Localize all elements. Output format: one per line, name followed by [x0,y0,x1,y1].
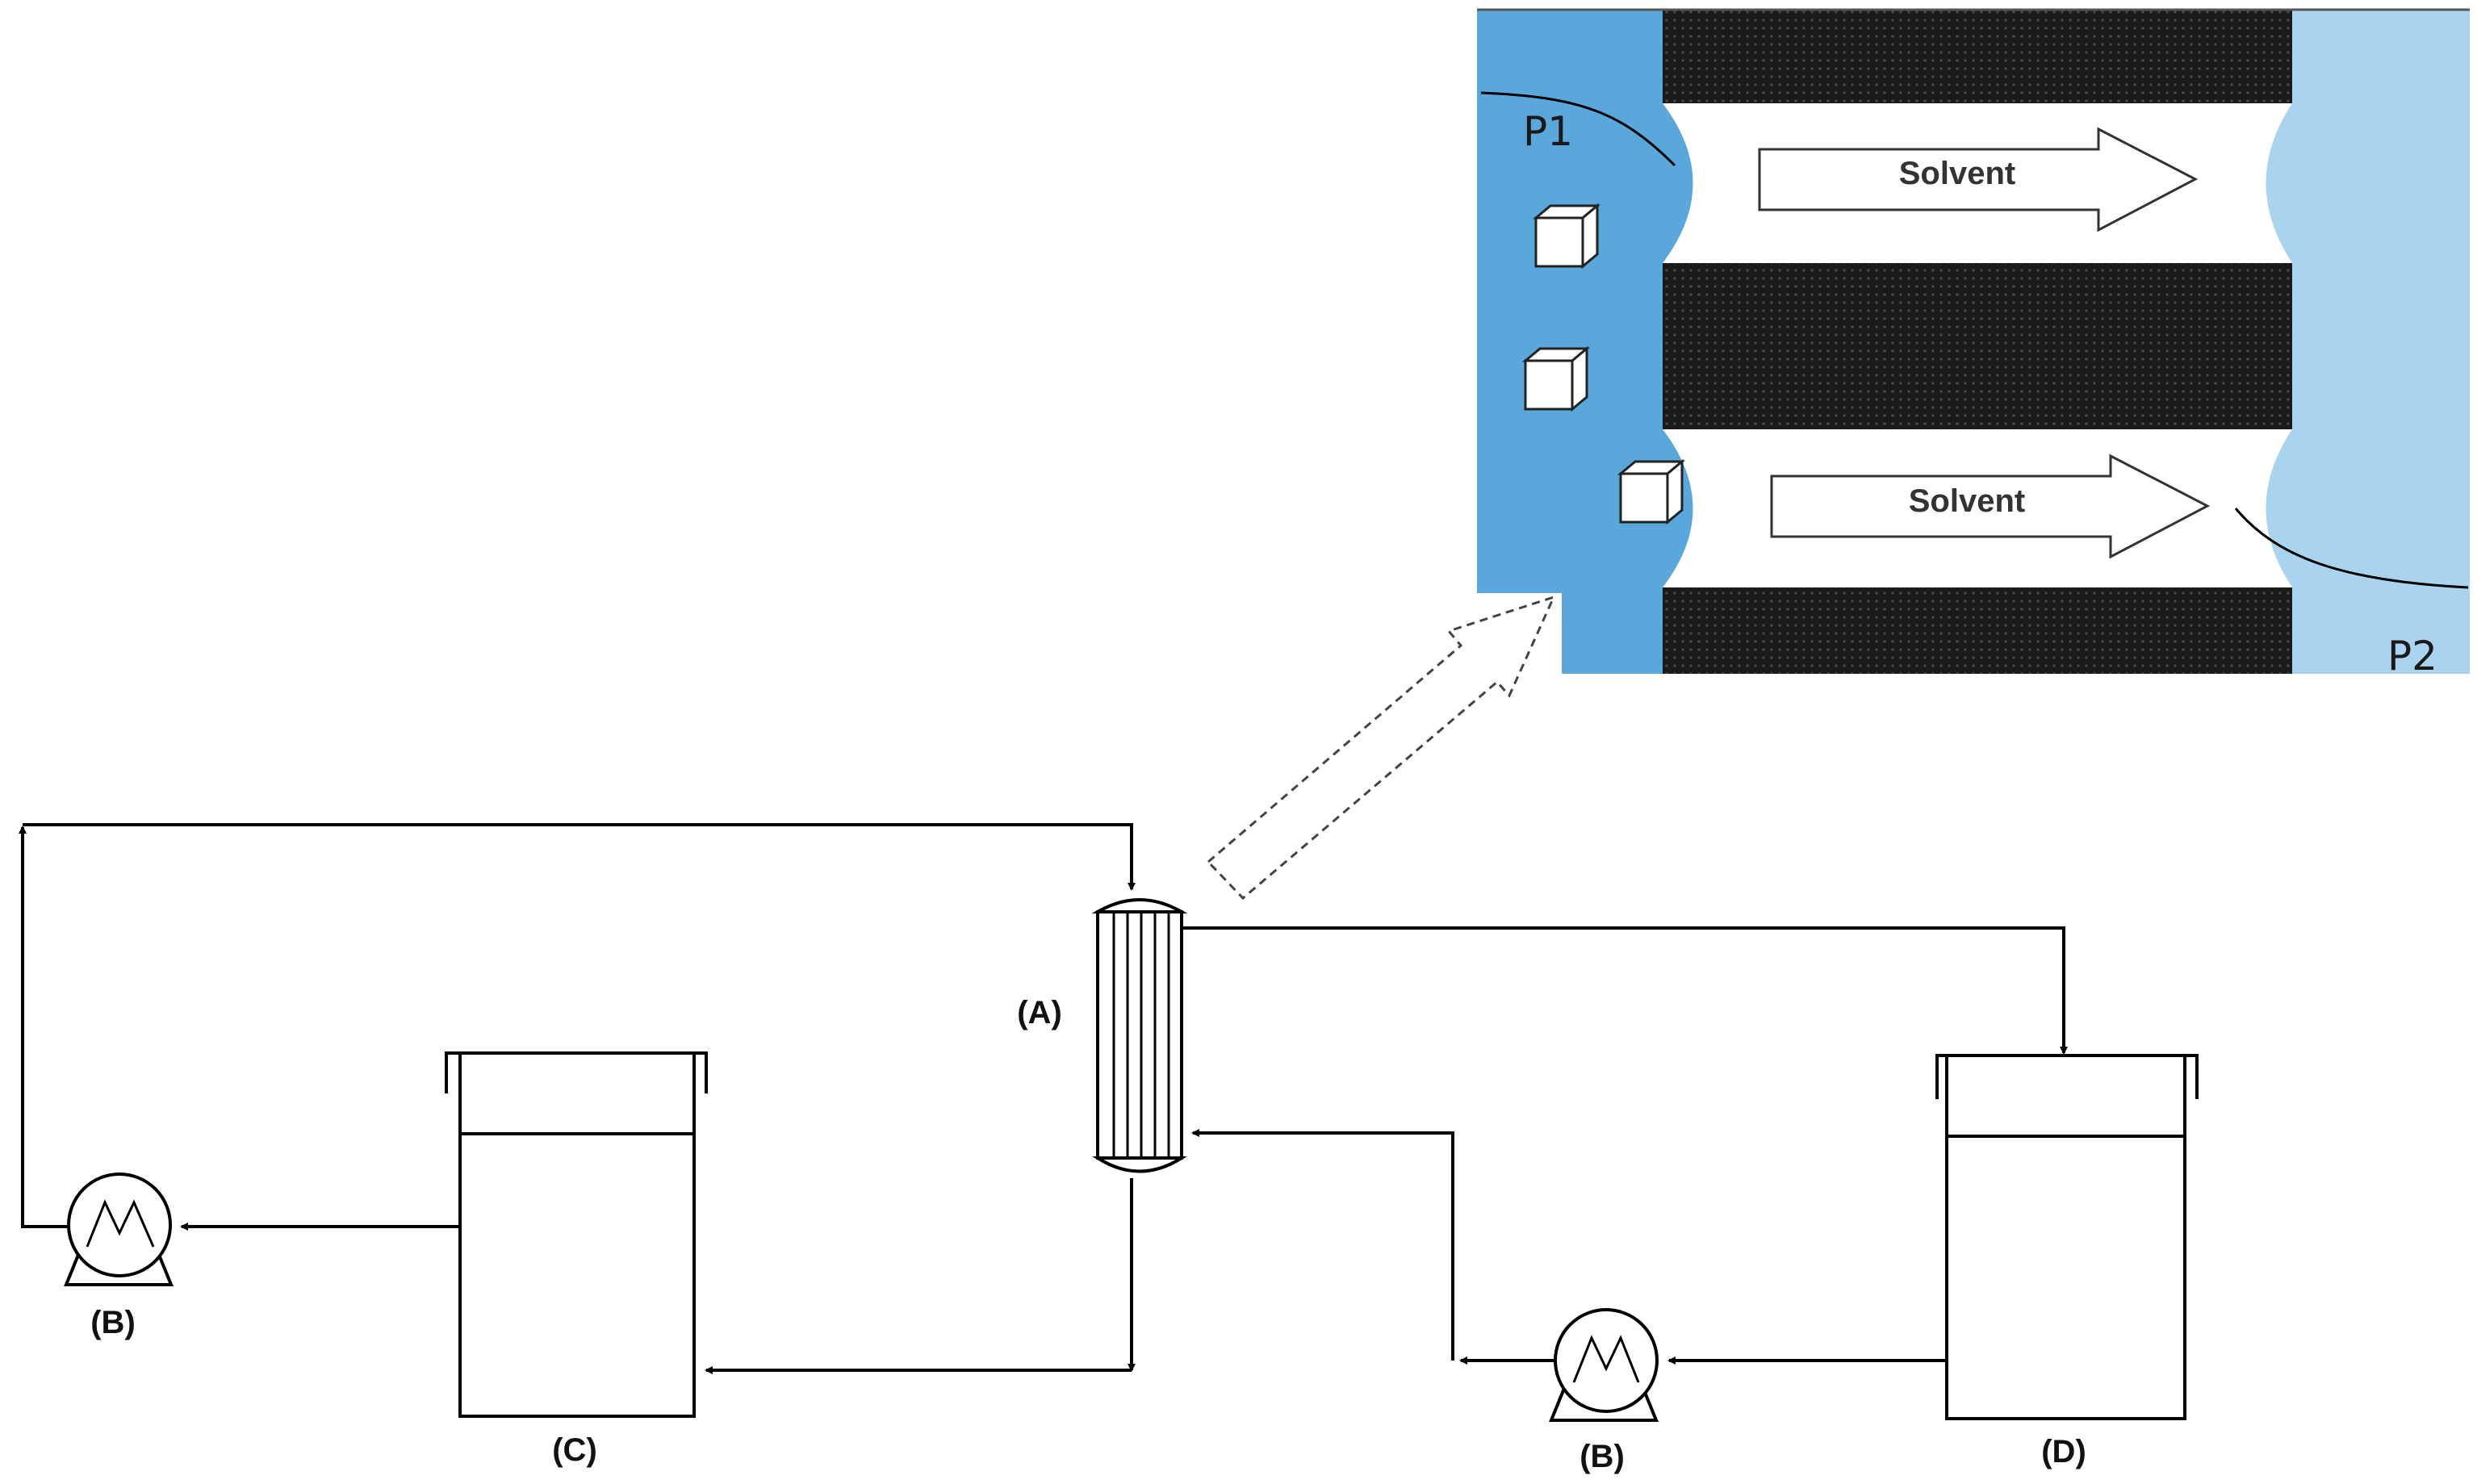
feed-tank [445,1051,708,1418]
solute-cube [1617,458,1686,525]
feed-meniscus-top [1663,103,1693,263]
membrane-layer-bottom [1663,587,2292,674]
zoom-callout-arrow [1206,595,1556,901]
flow-lines [19,823,2068,1374]
membrane-layer-middle [1663,263,2292,429]
draw-solution-region [2276,10,2470,674]
membrane-inset: Solvent Solvent P1 P2 [1477,8,2470,679]
feed-solution-region [1477,10,1679,674]
feed-pump-label: (B) [90,1305,136,1340]
solute-cube [1532,203,1601,270]
solvent-arrow-bottom [1770,454,2211,559]
pressure-curve-p1 [1480,91,1676,167]
feed-tank-label: (C) [552,1432,597,1468]
module-label: (A) [1017,995,1062,1030]
draw-tank-label: (D) [2041,1434,2086,1469]
solvent-arrow-top [1758,127,2199,232]
membrane-module [1091,898,1188,1173]
pressure-curve-p2 [2234,508,2469,589]
draw-meniscus-top [2266,103,2292,263]
draw-tank [1935,1054,2199,1420]
solute-cube [1521,345,1591,412]
solvent-label-bottom: Solvent [1909,483,2025,519]
draw-pump [1549,1308,1659,1422]
membrane-layer-top [1663,10,2292,103]
solvent-label-top: Solvent [1899,156,2015,191]
pressure-label-p2: P2 [2387,633,2437,679]
draw-pump-label: (B) [1580,1439,1625,1474]
feed-pump [64,1173,174,1286]
pressure-label-p1: P1 [1523,108,1573,155]
